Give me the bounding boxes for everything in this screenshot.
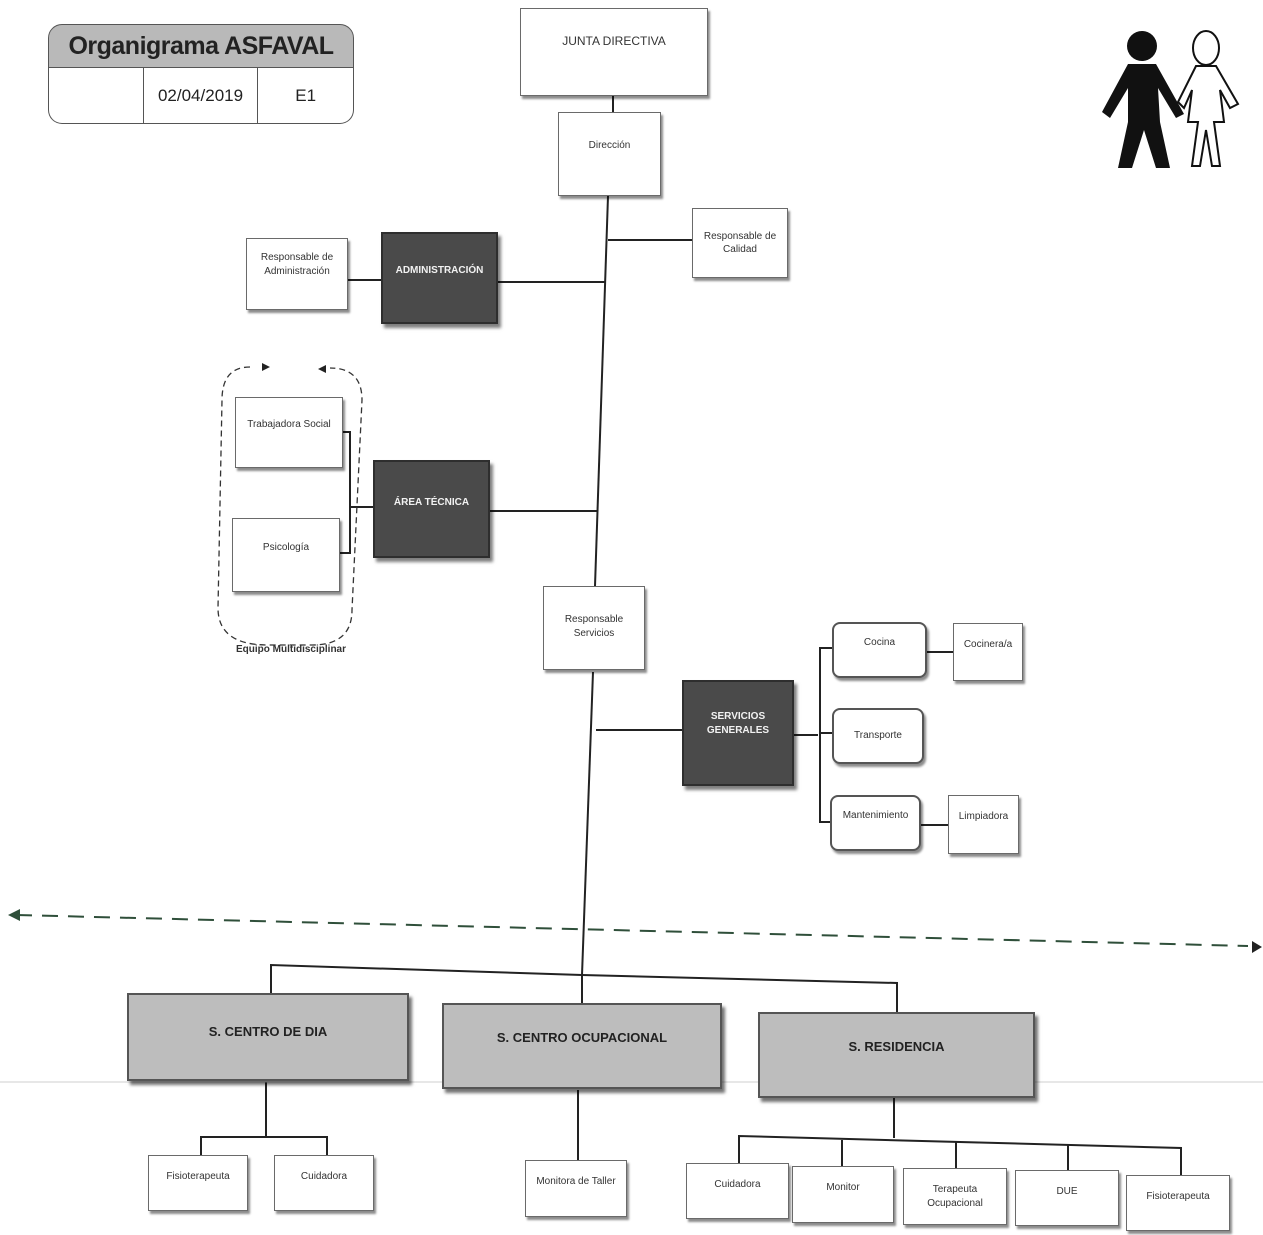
node-centro-ocupacional: S. CENTRO OCUPACIONAL — [442, 1003, 722, 1089]
title-code: E1 — [295, 85, 317, 105]
node-responsable-calidad: Responsable de Calidad — [692, 208, 788, 278]
node-junta-directiva: JUNTA DIRECTIVA — [520, 8, 708, 96]
title-date: 02/04/2019 — [144, 68, 259, 123]
node-transporte: Transporte — [832, 708, 924, 764]
node-administracion: ADMINISTRACIÓN — [381, 232, 498, 324]
node-cocina: Cocina — [832, 622, 927, 678]
title-card: Organigrama ASFAVAL 02/04/2019 E1 — [48, 24, 354, 124]
node-area-tecnica: ÁREA TÉCNICA — [373, 460, 490, 558]
node-trabajadora-social: Trabajadora Social — [235, 397, 343, 468]
node-direccion: Dirección — [558, 112, 661, 196]
two-people-icon — [1102, 30, 1240, 168]
node-monitora-taller: Monitora de Taller — [525, 1160, 627, 1217]
node-servicios-generales: SERVICIOS GENERALES — [682, 680, 794, 786]
chart-title: Organigrama ASFAVAL — [48, 24, 354, 68]
node-fisioterapeuta-dia: Fisioterapeuta — [148, 1155, 248, 1211]
node-terapeuta-ocupacional: Terapeuta Ocupacional — [903, 1168, 1007, 1225]
node-mantenimiento: Mantenimiento — [830, 795, 921, 851]
node-due: DUE — [1015, 1170, 1119, 1226]
node-monitor: Monitor — [792, 1166, 894, 1223]
node-psicologia: Psicología — [232, 518, 340, 592]
node-cuidadora-residencia: Cuidadora — [686, 1163, 789, 1219]
node-limpiadora: Limpiadora — [948, 795, 1019, 854]
node-cuidadora-dia: Cuidadora — [274, 1155, 374, 1211]
node-residencia: S. RESIDENCIA — [758, 1012, 1035, 1098]
title-info-row: 02/04/2019 E1 — [48, 68, 354, 124]
node-centro-de-dia: S. CENTRO DE DIA — [127, 993, 409, 1081]
node-responsable-administracion: Responsable de Administración — [246, 238, 348, 310]
node-cocinera: Cocinera/a — [953, 623, 1023, 681]
node-fisioterapeuta-residencia: Fisioterapeuta — [1126, 1175, 1230, 1231]
equipo-multidisciplinar-label: Equipo Multidisciplinar — [236, 644, 346, 655]
title-empty-cell — [49, 68, 144, 123]
node-responsable-servicios: Responsable Servicios — [543, 586, 645, 670]
